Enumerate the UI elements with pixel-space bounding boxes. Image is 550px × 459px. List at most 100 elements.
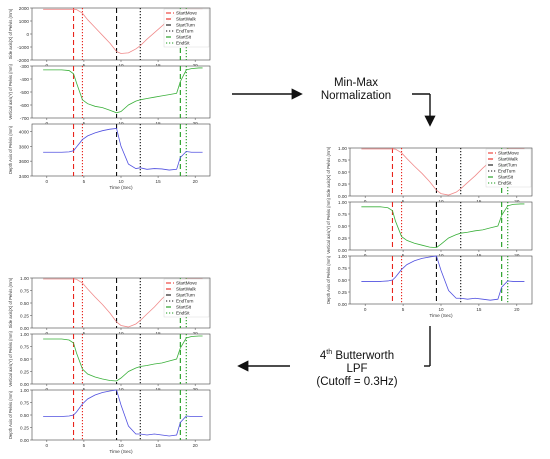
- filter-line-2: LPF: [346, 363, 368, 376]
- x-tick-label: 0: [46, 63, 49, 68]
- x-tick-label: 15: [156, 331, 162, 336]
- x-tick-label: 20: [193, 63, 199, 68]
- y-axis-label: Side axis(X) of Pelvis (mm): [8, 277, 13, 328]
- axes-frame: [349, 255, 533, 305]
- y-tick-label: -300: [20, 64, 30, 69]
- y-tick-label: 0.75: [338, 266, 347, 271]
- y-tick-label: 0.00: [338, 248, 347, 253]
- normalization-line-2: Normalization: [320, 90, 392, 103]
- y-tick-label: -700: [20, 116, 30, 121]
- legend-box: [485, 148, 532, 188]
- x-tick-label: 5: [402, 199, 405, 204]
- y-axis-label: Side axis(X) of Pelvis (mm): [326, 146, 331, 197]
- axes-frame: [31, 65, 211, 119]
- legend-label: StartWalk: [176, 287, 196, 292]
- y-axis-label: Vertical axis(Y) of Pelvis (mm): [8, 63, 13, 119]
- y-tick-label: -500: [20, 90, 30, 95]
- normalization-line-1: Min-Max: [333, 77, 379, 89]
- x-tick-label: 10: [438, 199, 444, 204]
- y-tick-label: 3600: [19, 159, 30, 164]
- x-tick-label: 15: [476, 307, 482, 312]
- x-tick-label: 0: [364, 307, 367, 312]
- y-tick-label: 0.50: [20, 301, 29, 306]
- legend-label: StartMove: [176, 11, 197, 16]
- x-tick-label: 5: [402, 253, 405, 258]
- y-tick-label: -1000: [17, 45, 29, 50]
- legend: StartMoveStartWalkStartTurnEndTurnStartS…: [485, 148, 532, 188]
- legend-label: EndTurn: [176, 29, 194, 34]
- y-tick-label: -600: [20, 103, 30, 108]
- y-tick-label: 0.75: [338, 158, 347, 163]
- y-axis-label: Vertical axis(Y) of Pelvis (mm): [8, 330, 13, 386]
- y-tick-label: 0.25: [338, 290, 347, 295]
- x-tick-label: 20: [193, 179, 199, 184]
- subplot-0: 1.00 0.75 0.50 0.25 0.00 Side axis(X) of Pelv…: [326, 146, 533, 204]
- x-tick-label: 20: [193, 387, 199, 392]
- normalized-figure: 1.00 0.75 0.50 0.25 0.00 Side axis(X) of Pelv…: [326, 144, 540, 322]
- x-tick-label: 15: [156, 121, 162, 126]
- x-tick-label: 5: [83, 443, 86, 448]
- x-axis-label: Time (Sec): [429, 313, 453, 319]
- x-tick-label: 10: [118, 387, 124, 392]
- y-tick-label: 0.25: [338, 182, 347, 187]
- filter-line-1: 4th Butterworth: [292, 349, 422, 363]
- y-axis-label: Side axis(X) of Pelvis (mm): [8, 8, 13, 59]
- filter-step-label: 4th Butterworth LPF (Cutoff = 0.3Hz): [292, 349, 422, 389]
- y-tick-label: 3800: [19, 144, 30, 149]
- legend: StartMoveStartWalkStartTurnEndTurnStartS…: [163, 8, 210, 48]
- x-tick-label: 20: [514, 253, 520, 258]
- normalization-step-label: Min-Max Normalization: [306, 77, 406, 103]
- legend-label: EndSit: [176, 311, 190, 316]
- y-tick-label: 0.50: [20, 413, 29, 418]
- y-tick-label: 0.00: [20, 382, 29, 387]
- subplot-1: -300 -400 -500 -600 -700 Vertical axis(Y) of …: [8, 63, 211, 126]
- x-tick-label: 0: [46, 331, 49, 336]
- y-tick-label: 0.00: [338, 194, 347, 199]
- y-tick-label: 1.00: [338, 254, 347, 259]
- y-tick-label: 0: [26, 32, 29, 37]
- y-tick-label: 3400: [19, 174, 30, 179]
- y-tick-label: 0.25: [20, 426, 29, 431]
- legend-label: StartSit: [498, 175, 514, 180]
- y-tick-label: 1.00: [338, 146, 347, 151]
- x-tick-label: 10: [438, 253, 444, 258]
- legend-label: StartSit: [176, 305, 192, 310]
- x-tick-label: 15: [156, 63, 162, 68]
- filtered-figure: 1.00 0.75 0.50 0.25 0.00 Side axis(X) of Pelv…: [6, 274, 216, 455]
- y-tick-label: 1.00: [20, 388, 29, 393]
- filter-order-suffix: th: [326, 349, 333, 356]
- x-tick-label: 15: [156, 387, 162, 392]
- filter-line-3: (Cutoff = 0.3Hz): [316, 376, 398, 389]
- y-tick-label: 0.50: [338, 170, 347, 175]
- axes-frame: [31, 389, 211, 441]
- y-axis-label: Depth Axis of Pelvis (mm): [326, 255, 331, 304]
- normalized-figure-svg: 1.00 0.75 0.50 0.25 0.00 Side axis(X) of Pelv…: [326, 146, 533, 319]
- legend-label: EndSit: [498, 181, 512, 186]
- x-tick-label: 15: [156, 443, 162, 448]
- y-tick-label: -2000: [17, 58, 29, 63]
- x-tick-label: 20: [193, 331, 199, 336]
- filtered-figure-svg: 1.00 0.75 0.50 0.25 0.00 Side axis(X) of Pelv…: [8, 276, 211, 455]
- legend-label: StartTurn: [176, 23, 195, 28]
- axes-frame: [349, 201, 533, 251]
- series-line: [43, 67, 203, 114]
- x-tick-label: 5: [83, 121, 86, 126]
- y-tick-label: 0.50: [20, 357, 29, 362]
- legend-label: StartTurn: [498, 163, 517, 168]
- y-tick-label: 0.25: [338, 236, 347, 241]
- filter-type: Butterworth: [332, 349, 395, 362]
- y-tick-label: 0.75: [20, 345, 29, 350]
- y-tick-label: -400: [20, 77, 30, 82]
- y-tick-label: 0.75: [338, 212, 347, 217]
- x-tick-label: 15: [476, 253, 482, 258]
- y-tick-label: 0.00: [338, 302, 347, 307]
- y-tick-label: 1.00: [20, 276, 29, 281]
- y-tick-label: 0.00: [20, 438, 29, 443]
- y-tick-label: 1000: [19, 19, 30, 24]
